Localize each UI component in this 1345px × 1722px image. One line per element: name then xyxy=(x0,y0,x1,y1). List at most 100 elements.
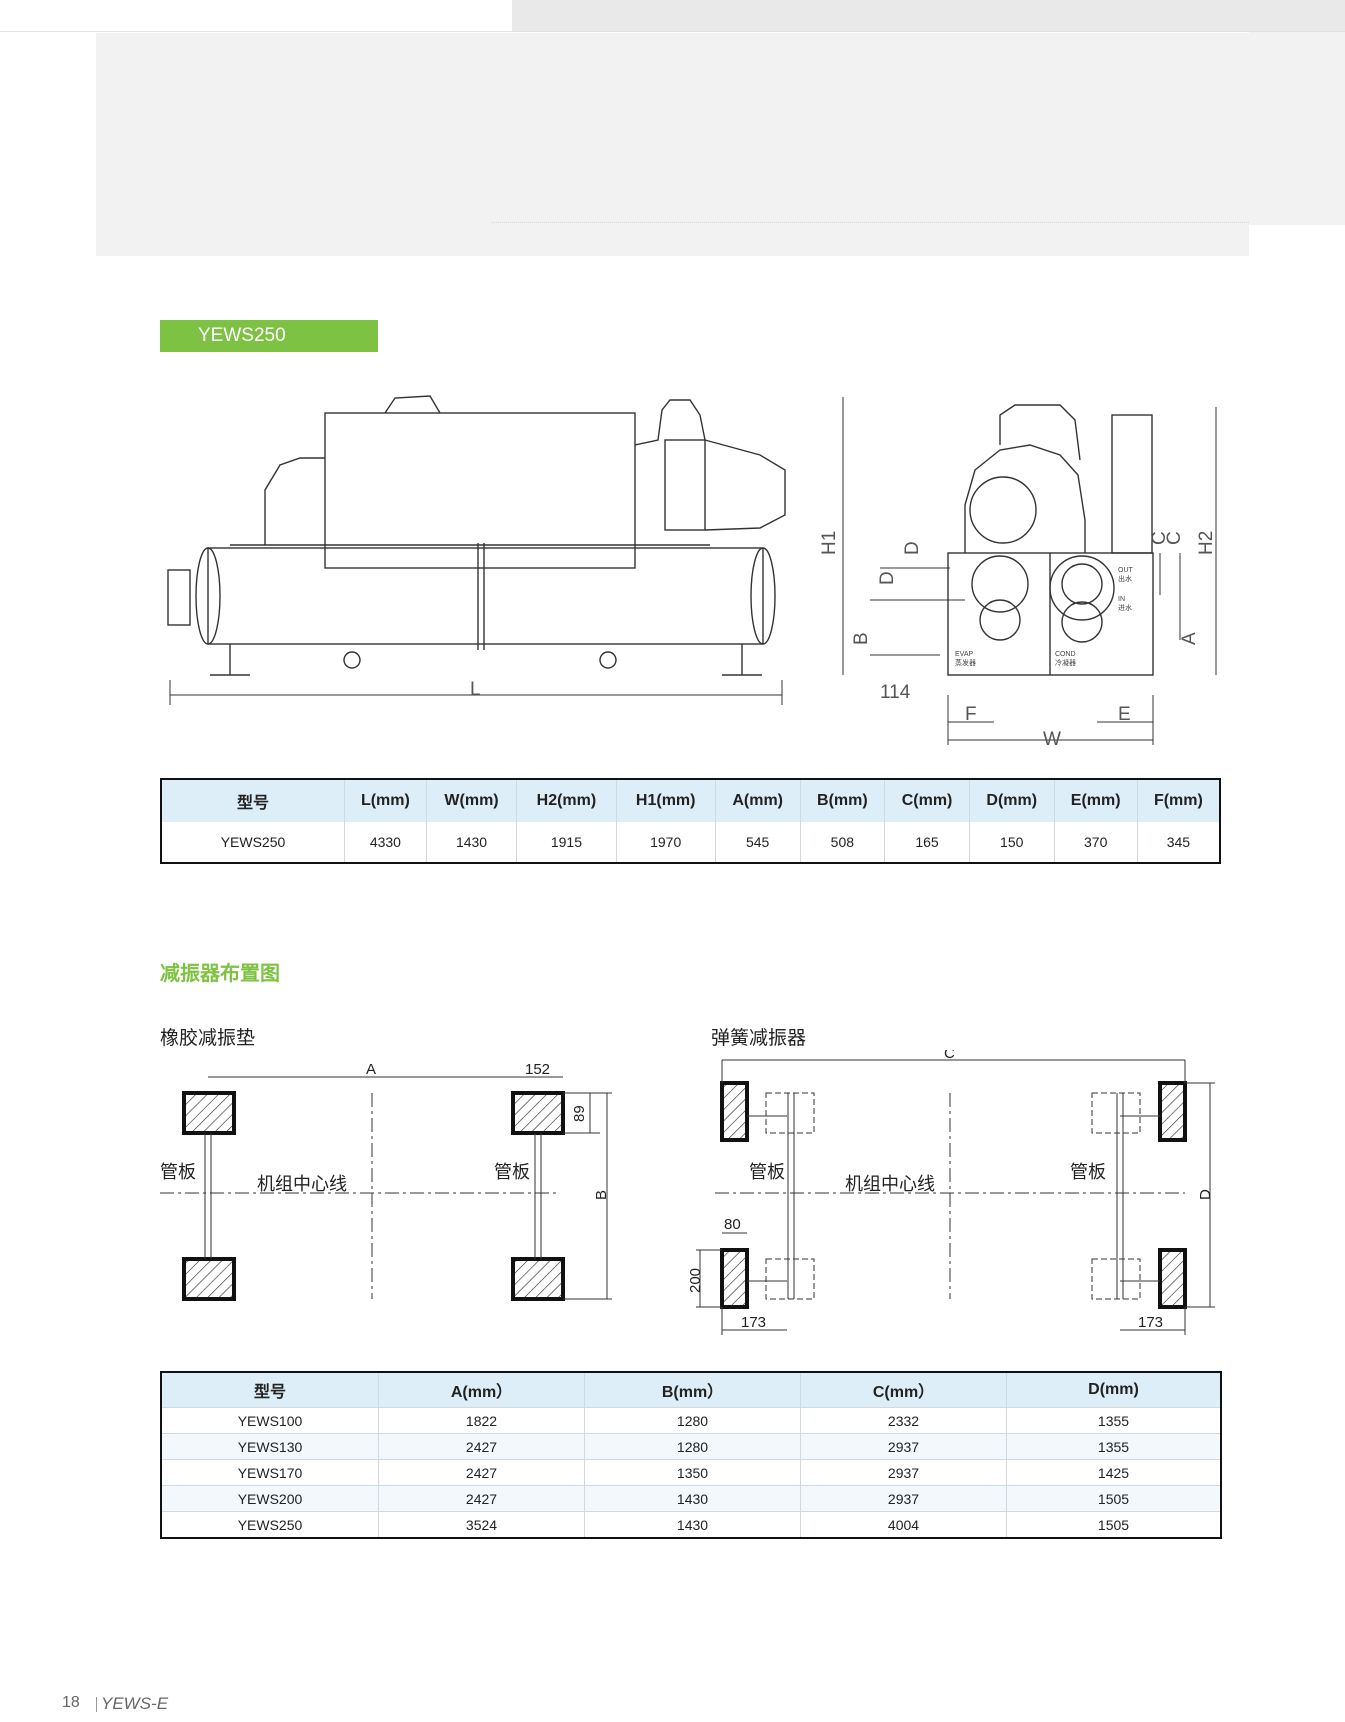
table-row: YEWS100 1822 1280 2332 1355 xyxy=(161,1407,1221,1434)
col-F: F(mm) xyxy=(1153,792,1203,809)
page-number: 18 xyxy=(62,1694,80,1711)
spring-label-200: 200 xyxy=(687,1268,704,1293)
cell-L: 4330 xyxy=(344,822,427,863)
label-B: B xyxy=(851,632,872,645)
label-C-2: C xyxy=(1149,531,1170,545)
cell-D: 1425 xyxy=(1006,1459,1221,1486)
rubber-label-B: B xyxy=(593,1190,610,1200)
cell-C: 2937 xyxy=(800,1433,1007,1460)
label-out-en: OUT xyxy=(1118,567,1134,574)
label-H1: H1 xyxy=(819,531,840,555)
cell-A: 2427 xyxy=(378,1485,585,1512)
spring-label-173-left: 173 xyxy=(741,1314,766,1331)
spring-label-173-right: 173 xyxy=(1138,1314,1163,1331)
cell-B: 1430 xyxy=(584,1485,801,1512)
spring-label-80: 80 xyxy=(724,1216,741,1233)
spring-label-C: C xyxy=(944,1050,955,1062)
cell-H2: 1915 xyxy=(516,822,617,863)
header-side-panel xyxy=(1249,32,1345,225)
col-C: C(mm） xyxy=(800,1372,1007,1408)
cell-F: 345 xyxy=(1166,834,1191,850)
label-A: A xyxy=(1179,632,1200,645)
rubber-tube-sheet-right: 管板 xyxy=(494,1162,530,1182)
label-evap-en: EVAP xyxy=(955,651,973,658)
label-cond-cn: 冷凝器 xyxy=(1055,658,1076,667)
cell-C: 4004 xyxy=(800,1511,1007,1538)
isolator-layout-drawing: A 152 89 B 管板 管板 机组中心线 xyxy=(160,1050,1215,1335)
label-E: E xyxy=(1118,704,1131,725)
label-114: 114 xyxy=(880,682,911,703)
label-C-1: C xyxy=(1164,531,1185,545)
table-row: YEWS250 4330 1430 1915 1970 545 508 165 … xyxy=(161,822,1220,863)
col-model: 型号 xyxy=(161,1372,379,1408)
rubber-tube-sheet-left: 管板 xyxy=(160,1162,196,1182)
front-view xyxy=(167,395,786,705)
cell-H1: 1970 xyxy=(616,822,716,863)
rubber-pad-title: 橡胶减振垫 xyxy=(160,1028,256,1049)
cell-model: YEWS250 xyxy=(161,822,345,863)
col-L: L(mm) xyxy=(344,779,427,822)
cell-D: 1505 xyxy=(1006,1485,1221,1512)
cell-model: YEWS250 xyxy=(161,1511,379,1538)
col-B: B(mm） xyxy=(584,1372,801,1408)
col-H1: H1(mm) xyxy=(616,779,716,822)
label-in-cn: 进水 xyxy=(1118,603,1132,612)
cell-A: 2427 xyxy=(378,1433,585,1460)
spring-tube-sheet-left: 管板 xyxy=(749,1162,785,1182)
col-D: D(mm) xyxy=(969,779,1055,822)
col-B: B(mm) xyxy=(800,779,886,822)
cell-model: YEWS170 xyxy=(161,1459,379,1486)
cell-B: 1280 xyxy=(584,1433,801,1460)
cell-B: 1430 xyxy=(584,1511,801,1538)
dimension-table: 型号 L(mm) W(mm) H2(mm) H1(mm) A(mm) B(mm)… xyxy=(160,778,1221,864)
cell-B: 1280 xyxy=(584,1407,801,1434)
rubber-label-152: 152 xyxy=(525,1061,550,1078)
cell-B: 1350 xyxy=(584,1459,801,1486)
cell-model: YEWS100 xyxy=(161,1407,379,1434)
unit-dimension-drawing: L H1 H2 D D B C C A 114 F E W EVAP 蒸发器 C… xyxy=(167,395,1217,750)
cell-model: YEWS200 xyxy=(161,1485,379,1512)
table-row: YEWS250 3524 1430 4004 1505 xyxy=(161,1511,1221,1538)
header-divider xyxy=(0,31,1345,32)
spring-tube-sheet-right: 管板 xyxy=(1070,1162,1106,1182)
cell-A: 545 xyxy=(715,822,801,863)
isolator-table: 型号 A(mm） B(mm） C(mm） D(mm) YEWS100 1822 … xyxy=(160,1371,1222,1539)
cell-D: 1505 xyxy=(1006,1511,1221,1538)
cell-C: 2332 xyxy=(800,1407,1007,1434)
cell-model: YEWS130 xyxy=(161,1433,379,1460)
cell-C: 165 xyxy=(884,822,970,863)
col-model: 型号 xyxy=(161,779,345,822)
col-C: C(mm) xyxy=(884,779,970,822)
isolator-section-title: 减振器布置图 xyxy=(160,963,280,985)
label-D-upper: D xyxy=(902,541,923,555)
label-cond-en: COND xyxy=(1055,651,1076,658)
col-H2: H2(mm) xyxy=(516,779,617,822)
table-row: YEWS170 2427 1350 2937 1425 xyxy=(161,1459,1221,1486)
cell-A: 2427 xyxy=(378,1459,585,1486)
cell-D: 1355 xyxy=(1006,1407,1221,1434)
label-L: L xyxy=(470,679,481,700)
col-D: D(mm) xyxy=(1088,1381,1139,1398)
table-row: YEWS130 2427 1280 2937 1355 xyxy=(161,1433,1221,1460)
col-A: A(mm） xyxy=(378,1372,585,1408)
label-out-cn: 出水 xyxy=(1118,574,1132,583)
rubber-label-A: A xyxy=(366,1061,376,1078)
col-W: W(mm) xyxy=(426,779,518,822)
spring-isolator-title: 弹簧减振器 xyxy=(711,1028,807,1049)
isolator-table-header: 型号 A(mm） B(mm） C(mm） D(mm) xyxy=(161,1372,1221,1408)
footer-separator xyxy=(96,1697,97,1712)
footer-title: YEWS-E xyxy=(101,1694,169,1713)
label-evap-cn: 蒸发器 xyxy=(955,658,976,667)
col-A: A(mm) xyxy=(715,779,801,822)
cell-E: 370 xyxy=(1054,822,1138,863)
header-band xyxy=(512,0,1345,31)
side-view xyxy=(842,397,1217,745)
dimension-table-header: 型号 L(mm) W(mm) H2(mm) H1(mm) A(mm) B(mm)… xyxy=(161,779,1220,822)
cell-W: 1430 xyxy=(426,822,518,863)
label-H2: H2 xyxy=(1196,531,1217,555)
cell-C: 2937 xyxy=(800,1459,1007,1486)
spring-label-D: D xyxy=(1197,1189,1214,1200)
cell-D: 150 xyxy=(969,822,1055,863)
cell-A: 3524 xyxy=(378,1511,585,1538)
rubber-center-line-label: 机组中心线 xyxy=(257,1174,347,1194)
